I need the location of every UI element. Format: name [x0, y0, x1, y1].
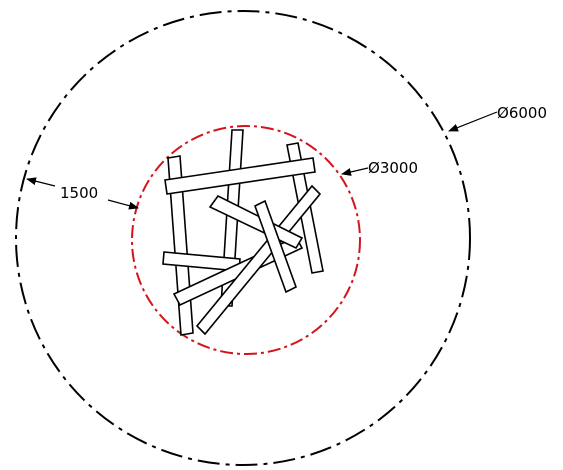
- diameter-symbol-outer: Ø: [497, 104, 509, 122]
- log-stack: [162, 129, 324, 336]
- outer-diameter-label: Ø6000: [497, 104, 547, 122]
- diameter-symbol-inner: Ø: [368, 159, 380, 177]
- inner-diameter-leader: [341, 167, 369, 176]
- log-middle-steep: [254, 199, 297, 294]
- outer-diameter-value: 6000: [509, 104, 547, 122]
- inner-diameter-value: 3000: [380, 159, 418, 177]
- inner-diameter-label: Ø3000: [368, 159, 418, 177]
- outer-diameter-leader: [448, 111, 498, 132]
- log-right-diagonal: [195, 184, 322, 336]
- offset-leader-left: [26, 177, 56, 187]
- inner-circle: [131, 125, 361, 355]
- offset-leader-right: [107, 199, 139, 210]
- outer-circle: [15, 10, 471, 466]
- log-top-horizontal: [164, 157, 316, 195]
- offset-dimension-label: 1500: [60, 184, 98, 202]
